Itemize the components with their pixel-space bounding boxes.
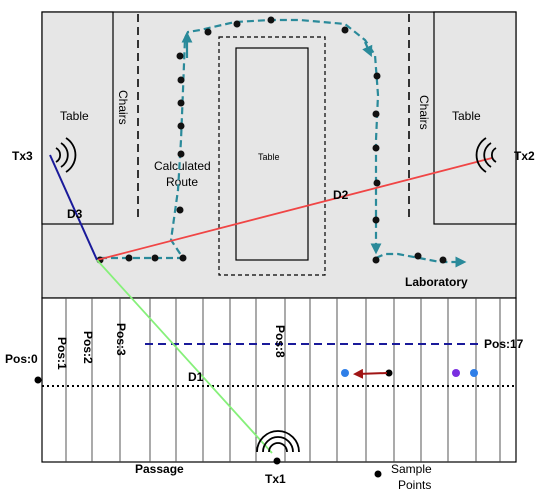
center-table-zone [218,36,326,276]
red-error-arrow [353,368,388,379]
tx1-signal-icon [256,430,300,453]
laboratory-label: Laboratory [405,275,468,289]
pos0-label: Pos:0 [5,352,38,366]
pos8-label: Pos:8 [273,325,287,358]
calculated-route-label-1: Calculated [154,159,211,173]
tx3-signal-icon [55,137,77,173]
right-chairs-label: Chairs [417,95,431,130]
center-table [235,47,309,261]
blue-dot-right [470,369,478,377]
left-table-label: Table [60,109,89,123]
tx1-dot [273,457,281,465]
route-arrow-top-right [362,41,373,58]
pos3-label: Pos:3 [114,323,128,356]
sample-points-label-2: Points [398,478,431,492]
purple-dot [452,369,460,377]
tx3-label: Tx3 [12,149,33,163]
pos1-label: Pos:1 [55,337,69,370]
left-chairs-label: Chairs [116,90,130,125]
sample-points-label-1: Sample [391,462,432,476]
tx2-label: Tx2 [514,149,535,163]
sample-points-legend-dot [374,470,382,478]
passage-area [41,297,517,463]
left-table [41,11,114,225]
black-sample-dot [385,369,393,377]
pos0-dot [34,376,42,384]
blue-estimate-dot [341,369,349,377]
pos17-label: Pos:17 [484,337,524,351]
tx1-label: Tx1 [265,472,286,486]
calculated-route-path [100,18,382,260]
tx2-signal-icon [475,137,497,173]
d1-line [96,259,273,454]
right-table-label: Table [452,109,481,123]
calculated-route-label-2: Route [166,175,198,189]
d3-line [49,154,98,261]
pos2-label: Pos:2 [81,331,95,364]
route-final-segment [375,252,467,268]
d2-line [96,157,493,261]
passage-label: Passage [135,462,184,476]
d3-label: D3 [67,207,83,221]
right-table [433,11,517,225]
passage-grid-lines [65,298,501,462]
d2-label: D2 [333,188,349,202]
center-table-label: Table [258,152,280,162]
d1-label: D1 [188,370,204,384]
